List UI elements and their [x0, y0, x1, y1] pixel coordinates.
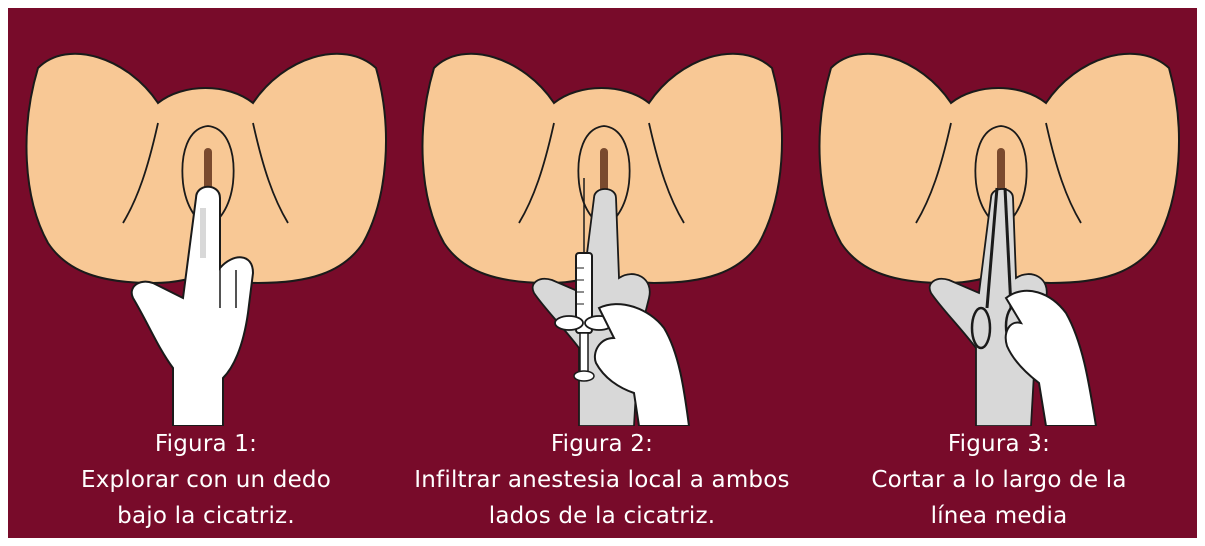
figure-2-line-2: lados de la cicatriz. [404, 498, 800, 534]
figure-2: Figura 2: Infiltrar anestesia local a am… [404, 8, 800, 538]
figure-3-line-2: línea media [801, 498, 1197, 534]
perineum-illustration [404, 8, 800, 426]
figure-3: Figura 3: Cortar a lo largo de la línea … [801, 8, 1197, 538]
figure-3-title: Figura 3: [801, 426, 1197, 462]
figure-2-title: Figura 2: [404, 426, 800, 462]
figure-1-line-1: Explorar con un dedo [8, 462, 404, 498]
figure-1-title: Figura 1: [8, 426, 404, 462]
figure-1-line-2: bajo la cicatriz. [8, 498, 404, 534]
figure-1: Figura 1: Explorar con un dedo bajo la c… [8, 8, 404, 538]
perineum-illustration [801, 8, 1197, 426]
figure-2-caption: Figura 2: Infiltrar anestesia local a am… [404, 426, 800, 534]
figure-3-caption: Figura 3: Cortar a lo largo de la línea … [801, 426, 1197, 534]
figure-2-line-1: Infiltrar anestesia local a ambos [404, 462, 800, 498]
figure-1-caption: Figura 1: Explorar con un dedo bajo la c… [8, 426, 404, 534]
figure-panel: Figura 1: Explorar con un dedo bajo la c… [8, 8, 1197, 538]
perineum-illustration [8, 8, 404, 426]
figure-3-line-1: Cortar a lo largo de la [801, 462, 1197, 498]
